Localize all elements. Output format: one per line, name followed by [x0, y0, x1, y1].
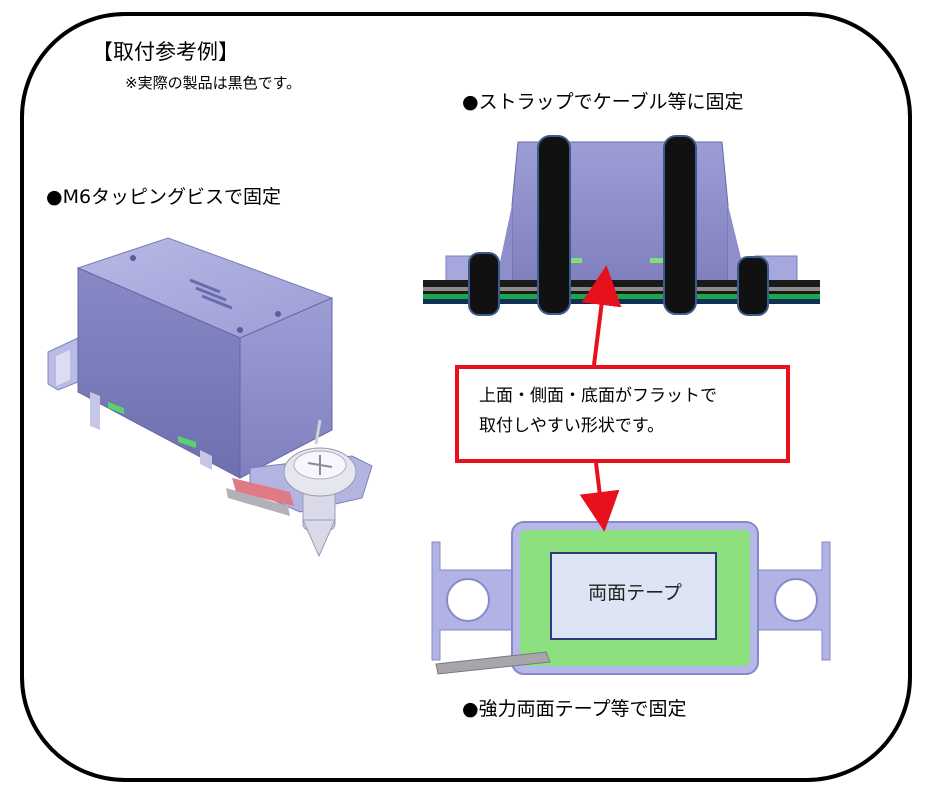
arrow-to-tape: [579, 462, 620, 532]
callout-line-2: 取付しやすい形状です。: [479, 416, 665, 436]
callout-line-1: 上面・側面・底面がフラットで: [479, 386, 717, 406]
strap-illustration: [423, 135, 820, 316]
feature-callout: 上面・側面・底面がフラットで 取付しやすい形状です。: [455, 365, 790, 463]
tape-illustration: [431, 521, 831, 675]
rounded-frame: [20, 12, 912, 782]
tape-caption: ●強力両面テープ等で固定: [462, 698, 687, 720]
page-title: 【取付参考例】: [92, 40, 239, 64]
tape-label: 両面テープ: [588, 582, 682, 604]
color-note: ※実際の製品は黒色です。: [125, 74, 302, 92]
screw-illustration: [47, 237, 373, 558]
screw-caption: ●M6タッピングビスで固定: [46, 186, 282, 208]
strap-caption: ●ストラップでケーブル等に固定: [462, 91, 744, 113]
arrow-to-strap: [581, 265, 622, 366]
